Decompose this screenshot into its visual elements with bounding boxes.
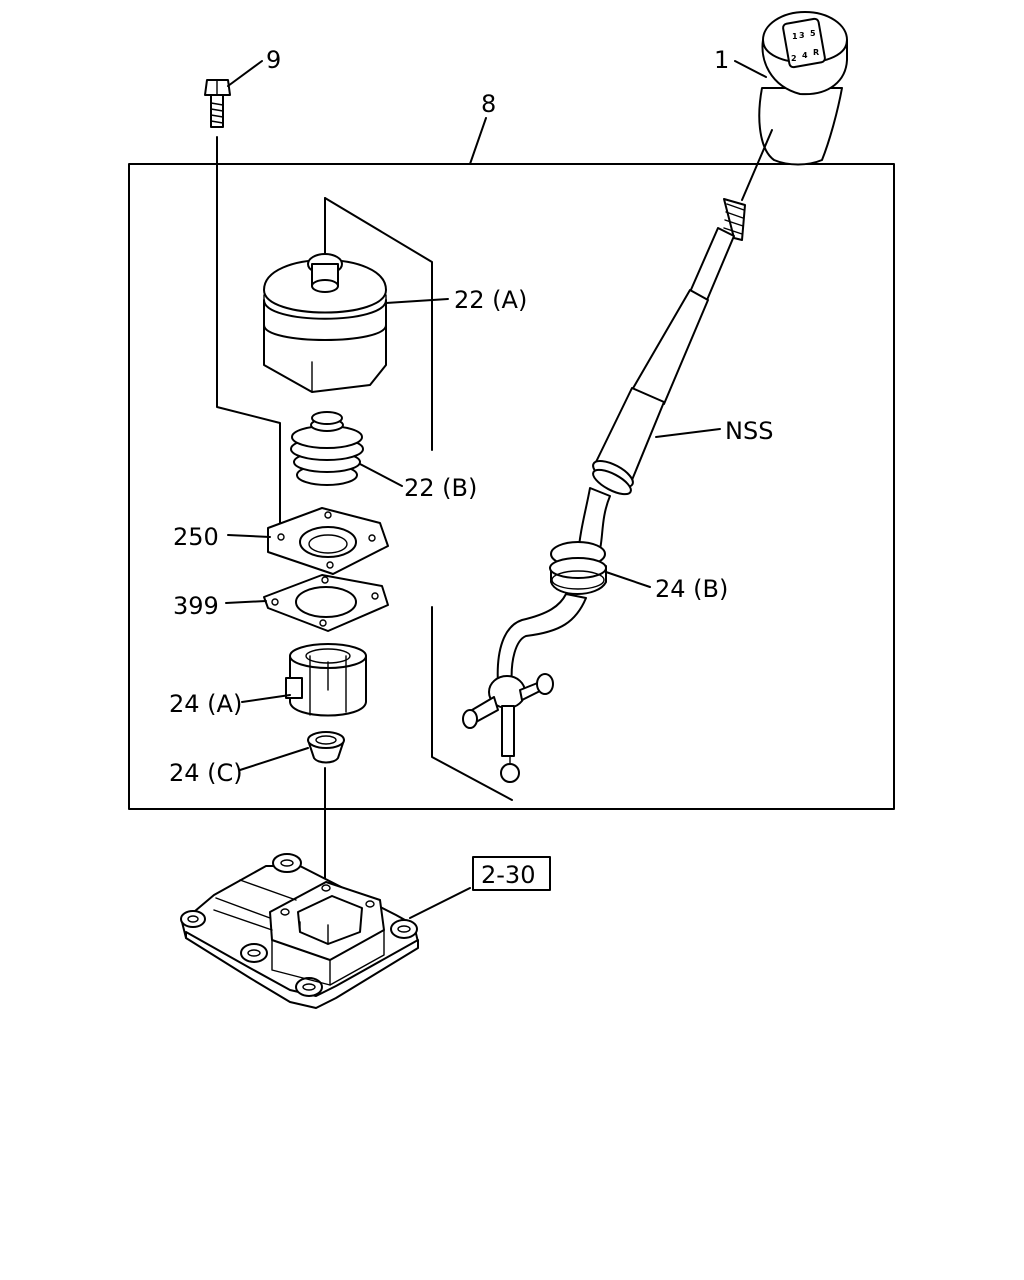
boot-lower-leader — [359, 463, 403, 487]
callout-kit: 8 — [481, 90, 496, 118]
callout-boot-upper: 22 (A) — [454, 286, 527, 314]
gearshift-knob-part: 3 5 1 4 R 2 — [758, 11, 848, 166]
callout-bushing-a: 24 (A) — [169, 690, 242, 718]
callout-gasket: 399 — [173, 592, 219, 620]
housing-leader — [409, 887, 471, 919]
callout-reference: 2-30 — [481, 861, 535, 889]
shift-boot-upper-part — [263, 253, 387, 393]
gasket-part — [263, 574, 389, 632]
bolt-axis-line — [216, 136, 281, 541]
kit-boundary-box — [128, 163, 895, 810]
gasket-leader — [225, 600, 267, 604]
bolt-part — [204, 79, 231, 128]
svg-text:1: 1 — [792, 32, 798, 41]
phantom-line-top — [324, 197, 433, 451]
reference-box — [472, 856, 551, 891]
bushing-c-part — [307, 731, 345, 764]
callout-lever: NSS — [725, 417, 773, 445]
bushing-c-leader — [239, 747, 309, 771]
shift-housing-part — [180, 853, 419, 1009]
callout-plate: 250 — [173, 523, 219, 551]
callout-bolt: 9 — [266, 46, 281, 74]
knob-axis-line — [741, 129, 773, 201]
knob-leader — [734, 60, 767, 78]
callout-bushing-b: 24 (B) — [655, 575, 728, 603]
bushing-b-leader — [605, 571, 651, 588]
plate-leader — [227, 534, 271, 538]
plate-part — [267, 507, 389, 575]
callout-boot-lower: 22 (B) — [404, 474, 477, 502]
svg-text:5: 5 — [810, 29, 816, 38]
bolt-leader — [227, 60, 263, 87]
svg-text:2: 2 — [791, 54, 797, 63]
callout-knob: 1 — [714, 46, 729, 74]
callout-bushing-c: 24 (C) — [169, 759, 243, 787]
svg-text:3: 3 — [799, 31, 805, 40]
shift-boot-lower-part — [290, 411, 364, 486]
bushing-a-leader — [241, 694, 291, 703]
shift-lever-part — [462, 198, 746, 783]
svg-text:R: R — [813, 48, 819, 57]
boot-upper-leader — [385, 298, 449, 304]
phantom-line-bottom — [431, 606, 513, 801]
bushing-a-part — [285, 643, 367, 717]
svg-text:4: 4 — [802, 51, 808, 60]
kit-leader — [469, 117, 487, 165]
lever-leader — [655, 428, 721, 438]
